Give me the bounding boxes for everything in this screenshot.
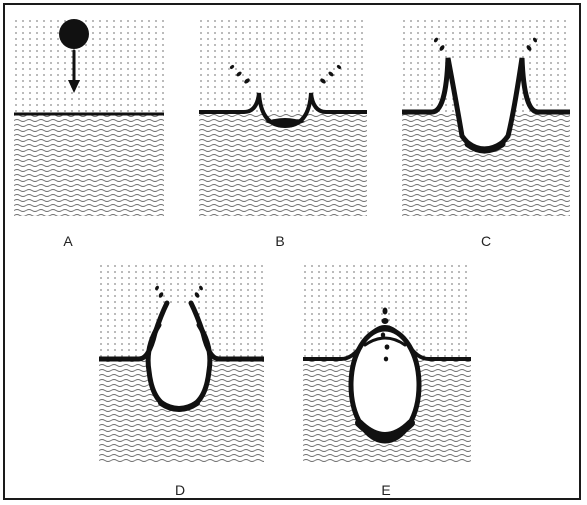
panel-e: [303, 263, 471, 463]
panel-b: [199, 18, 367, 216]
air-region: [14, 18, 164, 114]
panel-a: [14, 18, 164, 216]
panel-c-illustration: [402, 18, 570, 216]
panel-label-e: E: [376, 482, 396, 498]
panel-d-illustration: [99, 263, 264, 463]
panel-label-a: A: [58, 233, 78, 249]
panel-e-illustration: [303, 263, 471, 463]
panel-label-d: D: [170, 482, 190, 498]
panel-b-illustration: [199, 18, 367, 216]
panel-label-c: C: [476, 233, 496, 249]
liquid-region: [14, 115, 164, 216]
panel-a-illustration: [14, 18, 164, 216]
panel-d: [99, 263, 264, 463]
panel-c: [402, 18, 570, 216]
falling-drop: [59, 19, 89, 49]
panel-label-b: B: [270, 233, 290, 249]
